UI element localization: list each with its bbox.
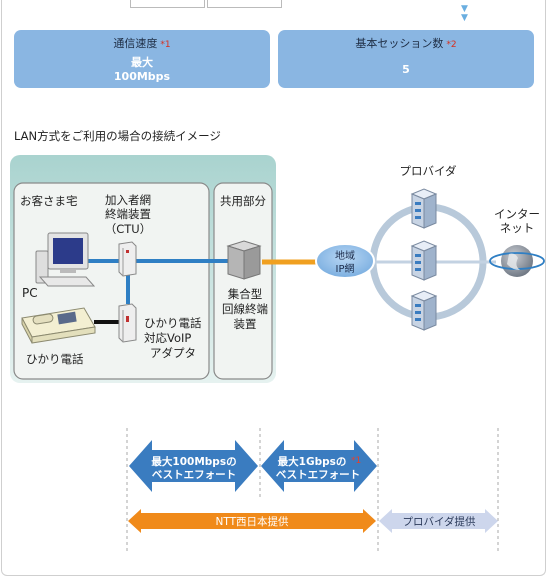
footnote-mark: *2	[446, 40, 457, 50]
olt-label: 回線終端	[222, 302, 268, 316]
ctu-label: （CTU）	[105, 222, 151, 236]
internet-label: インター	[494, 207, 540, 221]
speed-arrow-label: ベストエフォート	[276, 469, 360, 481]
customer-home-label: お客さま宅	[20, 194, 78, 208]
ntt-supply-arrow	[128, 509, 376, 533]
adapter-label: 対応VoIP	[144, 331, 191, 345]
ctu-device-icon	[118, 241, 137, 277]
ctu-label: 終端装置	[105, 207, 151, 221]
footnote-mark: *1	[351, 456, 361, 466]
shared-section-box	[213, 182, 273, 380]
ntt-supply-label: NTT西日本提供	[216, 515, 289, 528]
provider-server-icon	[410, 188, 438, 229]
olt-label: 集合型	[228, 287, 263, 301]
regional-ip-network-icon	[315, 243, 375, 279]
pc-label: PC	[22, 286, 38, 300]
internet-globe-icon	[489, 245, 545, 277]
header-tab-edge	[130, 0, 205, 8]
speed-arrow-label: 最大100Mbpsの	[151, 455, 236, 468]
regional-ip-label: IP網	[336, 262, 355, 275]
internet-label: ネット	[500, 221, 535, 235]
ctu-label: 加入者網	[105, 193, 151, 207]
olt-label: 装置	[234, 317, 257, 331]
header-tab-edge	[207, 0, 282, 8]
provider-server-icon	[410, 240, 438, 281]
spec-label: 基本セッション数*2	[355, 37, 457, 50]
adapter-label: ひかり電話	[144, 316, 202, 330]
speed-arrow-100mbps	[129, 440, 258, 492]
olt-device-icon	[226, 240, 262, 280]
chevron-down-icon: ▼	[461, 4, 468, 14]
pc-icon	[35, 232, 96, 287]
spec-value: 5	[402, 63, 410, 76]
provider-supply-arrow	[379, 509, 498, 533]
adapter-label: アダプタ	[150, 346, 196, 360]
provider-server-icon	[410, 290, 438, 331]
phone-icon	[21, 307, 96, 344]
speed-arrow-1gbps	[261, 440, 377, 492]
section-title: LAN方式をご利用の場合の接続イメージ	[14, 129, 221, 143]
spec-label: 通信速度*1	[113, 37, 171, 50]
chevron-down-icon: ▼	[461, 13, 468, 23]
provider-supply-label: プロバイダ提供	[402, 515, 476, 528]
regional-ip-label: 地域	[335, 249, 355, 262]
voip-adapter-icon	[118, 303, 137, 343]
speed-arrow-label: 最大1Gbpsの	[278, 455, 347, 468]
speed-arrow-label: ベストエフォート	[152, 469, 236, 481]
footnote-mark: *1	[160, 40, 171, 50]
phone-label: ひかり電話	[26, 352, 84, 366]
provider-label: プロバイダ	[399, 164, 457, 178]
spec-box-sessions: 基本セッション数*2 5	[278, 30, 534, 88]
shared-label: 共用部分	[220, 194, 266, 208]
